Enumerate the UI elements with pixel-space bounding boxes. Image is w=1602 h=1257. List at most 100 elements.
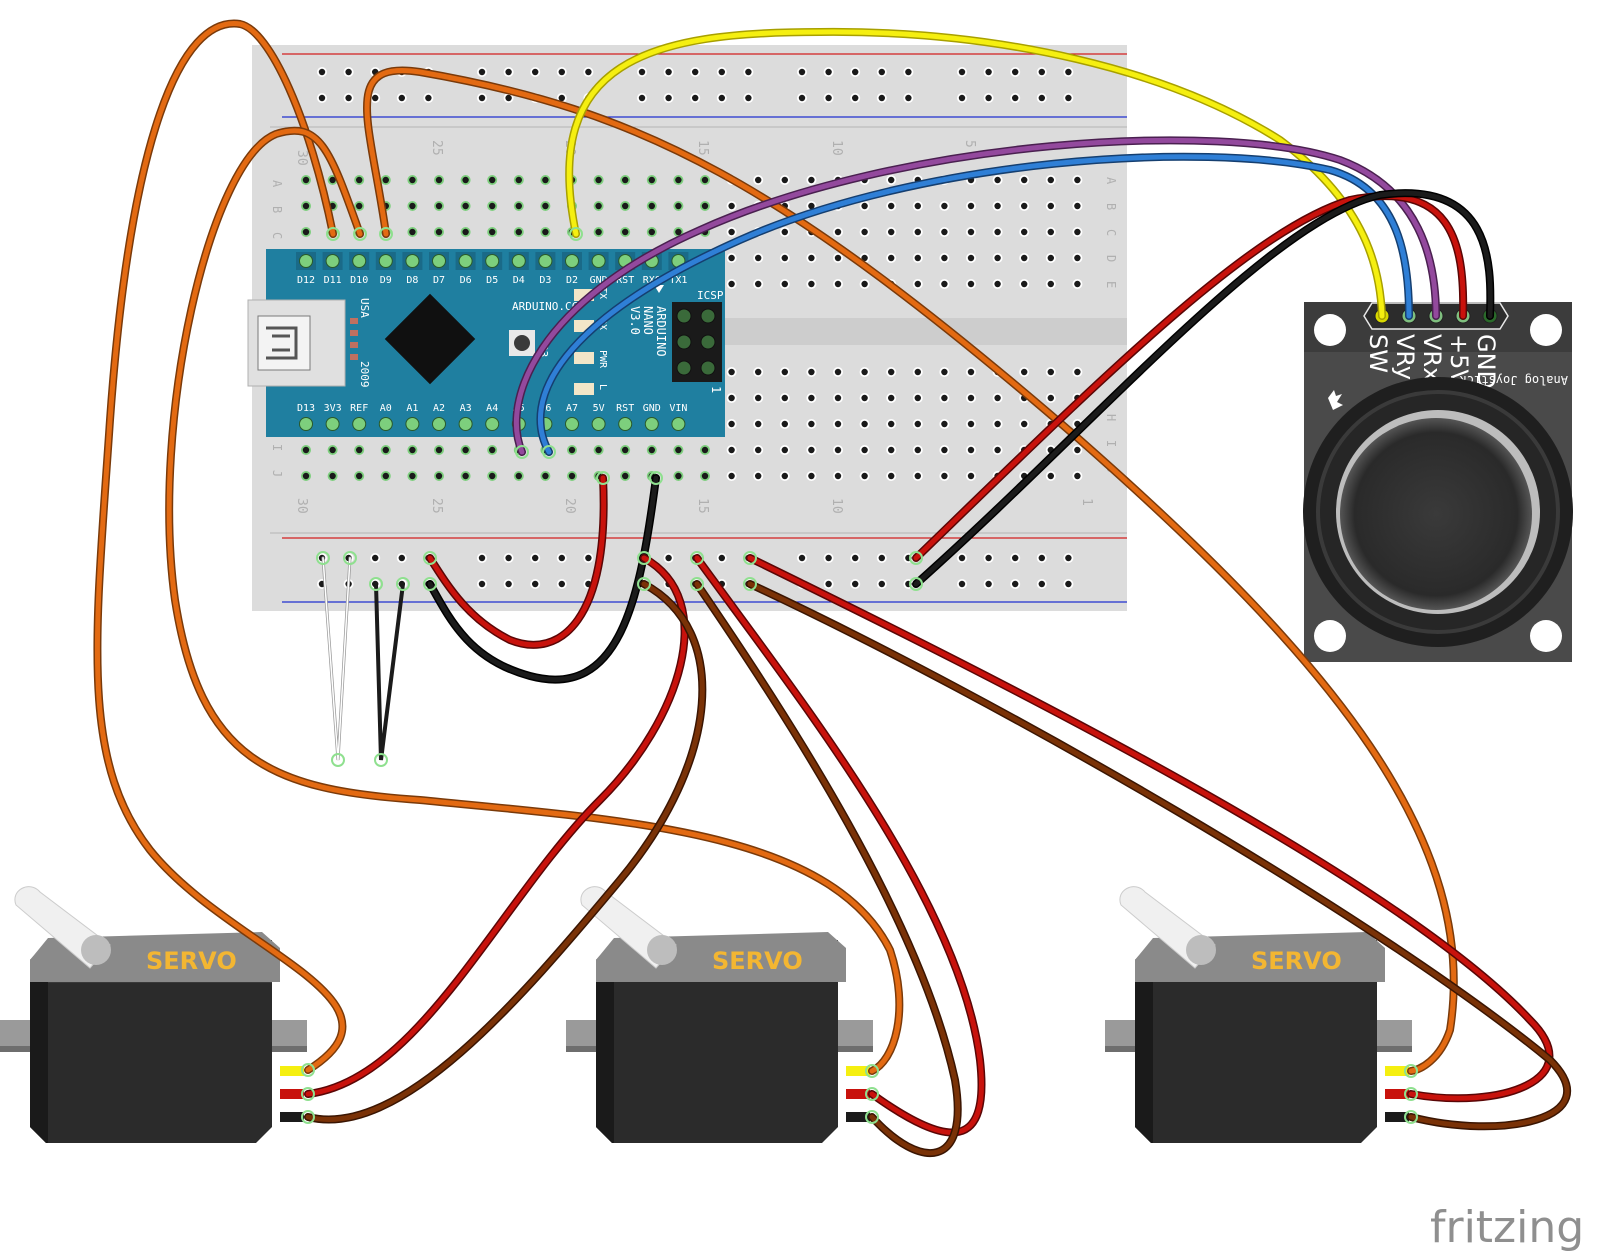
breadboard-hole-center <box>994 228 1001 236</box>
breadboard-hole-center <box>329 446 336 454</box>
breadboard-hole-center <box>905 94 912 102</box>
center-channel <box>710 318 1127 345</box>
breadboard-hole-center <box>994 254 1001 262</box>
nano-pin <box>352 417 367 431</box>
breadboard-hole-center <box>345 94 352 102</box>
breadboard-hole-center <box>1074 280 1081 288</box>
breadboard-hole-center <box>505 94 512 102</box>
breadboard-hole-center <box>728 472 735 480</box>
breadboard-hole-center <box>478 68 486 76</box>
servo-lead-ground <box>846 1112 870 1122</box>
breadboard-hole-center <box>834 446 842 454</box>
servo-lead-signal <box>280 1066 304 1076</box>
nano-pin-label-bottom: VIN <box>669 403 687 414</box>
breadboard-hole-center <box>435 176 443 184</box>
wire-signal-1 <box>94 21 345 1073</box>
wire-end <box>374 753 388 767</box>
breadboard-hole-center <box>755 368 762 376</box>
breadboard-hole-center <box>542 176 549 184</box>
breadboard-hole-center <box>781 368 788 376</box>
icsp-pin <box>700 334 716 350</box>
breadboard-hole-center <box>941 394 948 402</box>
nano-pin <box>485 417 500 431</box>
breadboard-hole-center <box>888 420 895 428</box>
nano-pin-label-top: RX0 <box>643 275 661 286</box>
icsp-pin <box>700 308 716 324</box>
col-number-top-30: 30 <box>294 150 309 166</box>
wire-end <box>1404 1064 1418 1078</box>
breadboard-hole-center <box>718 554 725 562</box>
nano-pin <box>405 417 420 431</box>
wire-gnd-joystick <box>913 190 1493 587</box>
servo-3: SERVO <box>1105 886 1412 1143</box>
breadboard-hole-center <box>622 228 629 236</box>
breadboard-hole-center <box>622 446 629 454</box>
breadboard-hole-center <box>622 202 629 210</box>
breadboard-hole-center <box>435 446 443 454</box>
breadboard-hole-center <box>755 254 762 262</box>
breadboard-hole-center <box>808 176 815 184</box>
breadboard-labels: 30 25 20 15 10 5 30 25 20 15 10 1 A B C … <box>270 140 1118 514</box>
breadboard-hole-center <box>1047 202 1055 210</box>
nano-pin-label-bottom: A1 <box>406 403 418 414</box>
breadboard-hole-center <box>1012 68 1019 76</box>
breadboard-hole-center <box>808 280 815 288</box>
wire-vrx <box>513 137 1439 455</box>
nano-pin <box>671 417 686 431</box>
col-number-top-25: 25 <box>429 140 444 156</box>
breadboard-hole-center <box>834 420 842 428</box>
servo-lead-power <box>846 1089 870 1099</box>
breadboard-hole-center <box>542 202 549 210</box>
joystick-pin-label-gnd: GND <box>1472 334 1500 389</box>
nano-pin-label-top: D11 <box>324 275 342 286</box>
col-number-top-10: 10 <box>829 140 844 156</box>
breadboard-hole-center <box>1047 394 1055 402</box>
breadboard-hole-center <box>1020 176 1028 184</box>
breadboard-hole-center <box>808 254 815 262</box>
servo-shaft <box>647 935 677 965</box>
nano-pin <box>458 417 473 431</box>
wires <box>93 19 1571 1157</box>
breadboard-hole-center <box>648 228 655 236</box>
servo-lead-power <box>280 1089 304 1099</box>
joystick-pin-label-sw: SW <box>1364 334 1392 373</box>
mount-hole <box>1530 314 1562 346</box>
breadboard-hole-center <box>914 420 921 428</box>
mount-hole <box>1530 620 1562 652</box>
breadboard-hole-center <box>595 446 602 454</box>
breadboard-hole-center <box>825 68 832 76</box>
breadboard-hole-center <box>861 446 868 454</box>
col-number-bottom-30: 30 <box>294 498 309 514</box>
breadboard-hole-center <box>489 446 496 454</box>
breadboard-hole-center <box>302 202 310 210</box>
breadboard-hole-center <box>852 68 859 76</box>
breadboard-hole-center <box>888 176 895 184</box>
breadboard-hole-center <box>585 554 592 562</box>
row-letter-left-c: C <box>270 232 284 239</box>
wire-end <box>316 551 330 565</box>
wire-end <box>909 577 923 591</box>
wire-rail-jumper-white-core <box>322 557 351 761</box>
breadboard-hole-center <box>372 94 379 102</box>
nano-pin-label-top: RST <box>616 275 634 286</box>
smd-part <box>350 318 358 324</box>
breadboard-hole-center <box>888 472 895 480</box>
servo-lead-signal <box>846 1066 870 1076</box>
icsp-pin1-label: 1 <box>709 386 723 393</box>
breadboard-hole-center <box>878 580 885 588</box>
col-number-bottom-25: 25 <box>429 498 444 514</box>
wire-end <box>743 551 757 565</box>
breadboard-hole-center <box>398 94 405 102</box>
wire-servo-2-power <box>694 555 984 1135</box>
breadboard-hole-center <box>994 202 1001 210</box>
servo-shaft <box>81 935 111 965</box>
breadboard-hole-center <box>595 176 602 184</box>
servo-body <box>1135 940 1377 1143</box>
breadboard-hole-center <box>1038 68 1046 76</box>
breadboard-hole-center <box>1038 94 1046 102</box>
row-letter-left-i: I <box>270 444 284 451</box>
breadboard-hole-center <box>728 394 735 402</box>
breadboard-hole-center <box>1065 580 1072 588</box>
icsp-pin <box>700 360 716 376</box>
